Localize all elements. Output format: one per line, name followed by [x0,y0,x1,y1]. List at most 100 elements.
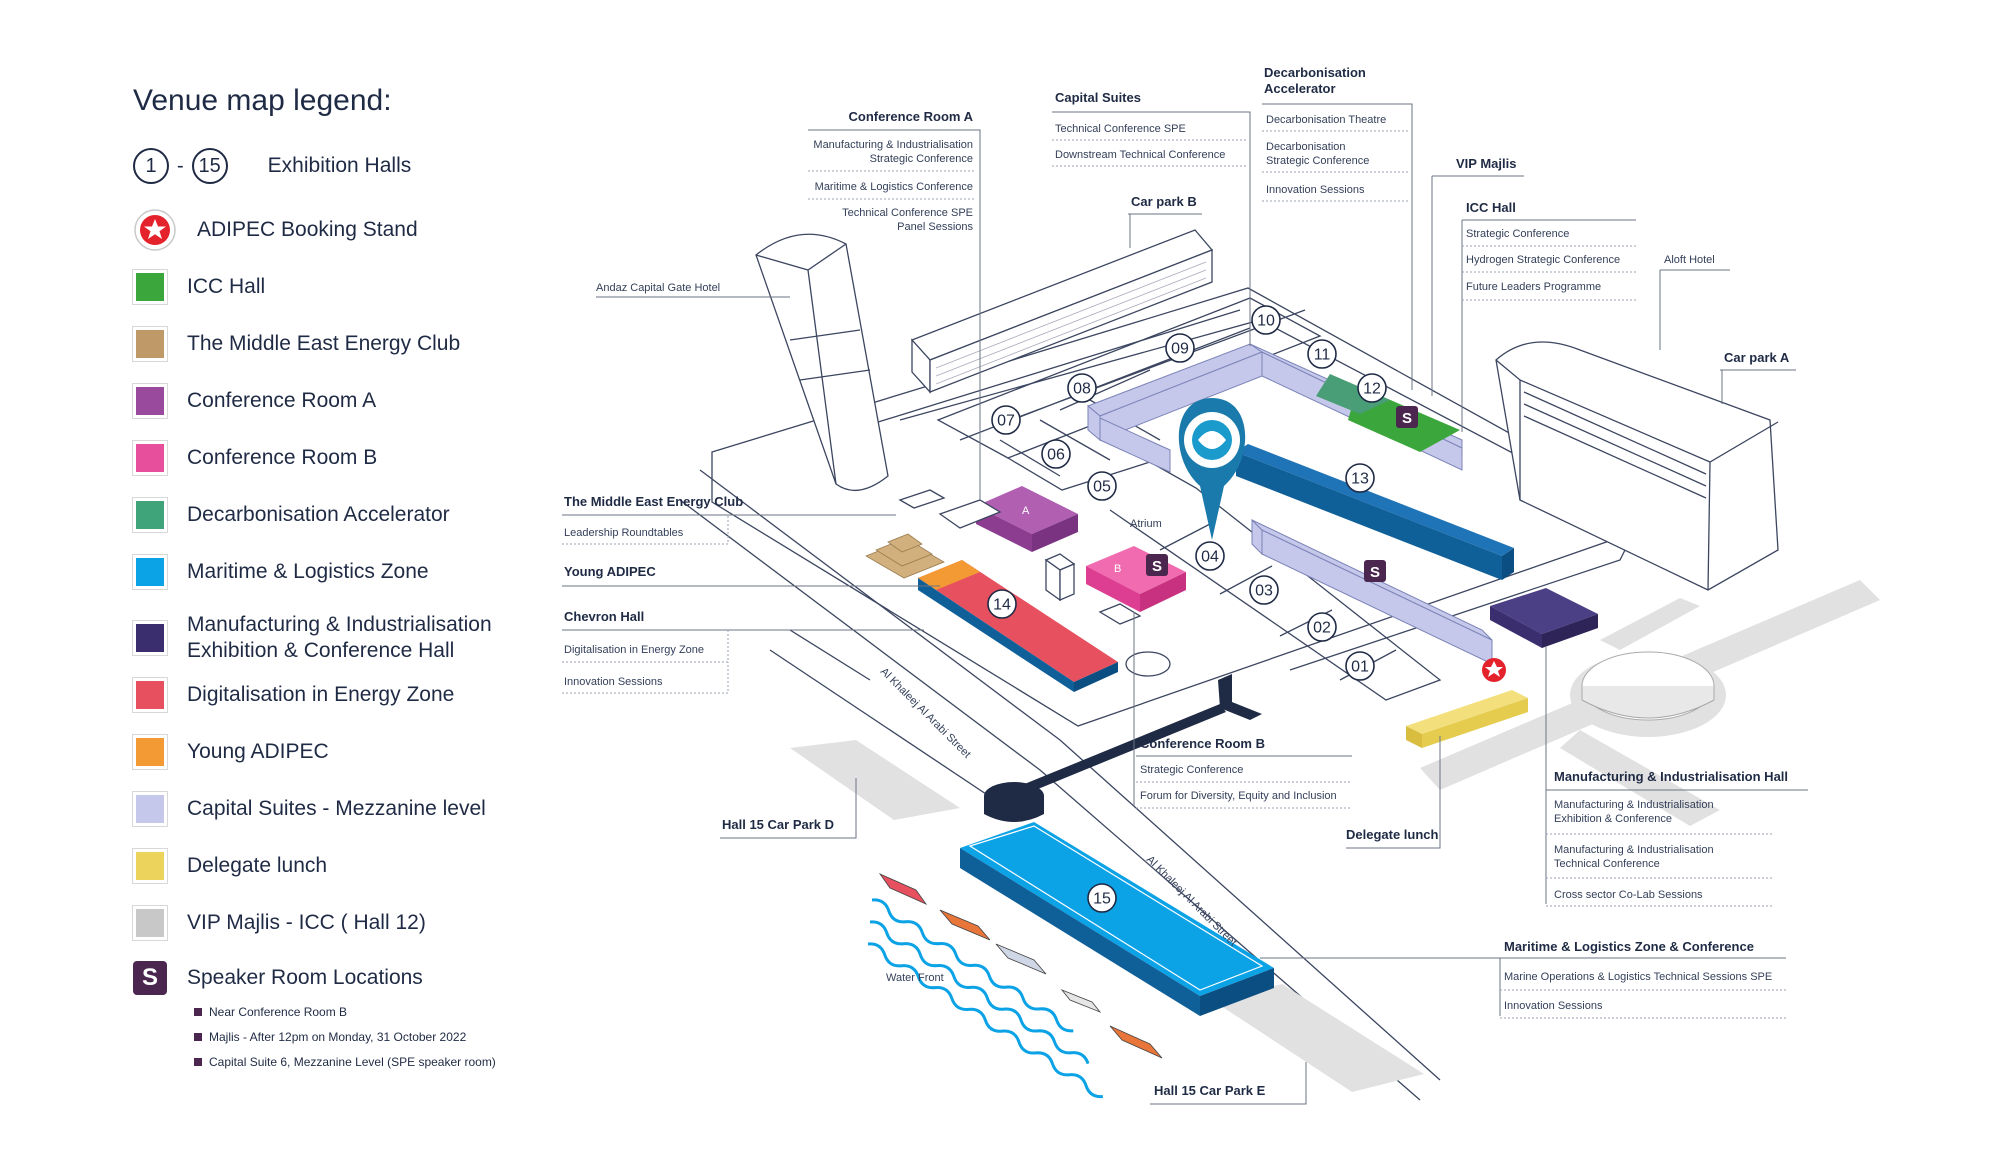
callout-manufacturing: Manufacturing & Industrialisation Hall M… [1545,646,1808,907]
svg-text:Decarbonisation Theatre: Decarbonisation Theatre [1266,114,1386,126]
svg-text:Manufacturing & Industrialisat: Manufacturing & Industrialisation [1554,844,1714,856]
svg-text:Hydrogen Strategic Conference: Hydrogen Strategic Conference [1466,254,1620,266]
legend-swatch [132,677,168,713]
callout-car-park-b: Car park B [1128,194,1202,248]
ships [878,873,1163,1059]
svg-text:Leadership Roundtables: Leadership Roundtables [564,527,684,539]
legend-label: Conference Room A [187,389,377,412]
hall-number: 10 [1257,313,1275,330]
booking-stand-icon [1482,658,1506,682]
svg-text:Innovation Sessions: Innovation Sessions [1266,184,1365,196]
svg-text:ICC Hall: ICC Hall [1466,200,1516,215]
manufacturing-hall-block [1490,588,1598,648]
svg-text:Hall 15 Car Park D: Hall 15 Car Park D [722,817,834,832]
svg-text:Capital Suites: Capital Suites [1055,90,1141,105]
legend-label: Capital Suites - Mezzanine level [187,797,486,820]
svg-text:Technical Conference SPE: Technical Conference SPE [842,207,973,219]
legend-label: ADIPEC Booking Stand [197,218,418,241]
legend-row: Young ADIPEC [132,734,329,770]
legend-swatch [132,497,168,533]
legend-row-halls: 1 - 15 Exhibition Halls [133,148,411,184]
hall-number: 01 [1351,659,1369,676]
hall-13-block [1236,444,1514,580]
conference-room-b-block: B [1086,546,1186,612]
hall-marker [1041,439,1071,469]
svg-text:Conference Room B: Conference Room B [1140,736,1265,751]
legend-label: Speaker Room Locations [187,966,423,989]
legend-row: Conference Room B [132,440,378,476]
hall-number: 11 [1314,347,1331,364]
hall-marker [1087,471,1117,501]
svg-text:S: S [1370,564,1380,581]
svg-text:Marine Operations & Logistics: Marine Operations & Logistics Technical … [1504,971,1772,983]
hall-marker [1087,883,1117,913]
callout-capital-suites: Capital Suites Technical Conference SPE … [1052,90,1251,346]
hall-number: 13 [1351,471,1369,488]
svg-text:Car park B: Car park B [1131,194,1197,209]
legend-swatch [132,554,168,590]
callout-car-park-d: Hall 15 Car Park D [720,778,857,839]
legend-label: ICC Hall [187,275,266,298]
roads [1420,580,1880,826]
location-pin-icon [1178,398,1246,540]
legend-row: VIP Majlis - ICC ( Hall 12) [132,905,426,941]
svg-text:Strategic Conference: Strategic Conference [1466,228,1569,240]
water-front-label: Water Front [886,972,944,984]
svg-text:S: S [1152,558,1162,575]
delegate-lunch-block [1406,690,1528,748]
legend-row: Delegate lunch [132,848,328,884]
callout-chevron-hall: Chevron Hall Digitalisation in Energy Zo… [562,609,924,694]
legend-row: ICC Hall [132,269,266,305]
car-park-d-area [790,740,960,820]
legend-swatch [132,734,168,770]
speaker-room-icon: S [133,961,167,995]
hall-marker [1249,575,1279,605]
hall-marker [1165,333,1195,363]
svg-text:Strategic Conference: Strategic Conference [1266,155,1369,167]
svg-text:Maritime & Logistics Conferenc: Maritime & Logistics Conference [815,181,973,193]
hall-marker [1345,463,1375,493]
legend-row: Manufacturing & Industrialisation Exhibi… [132,612,492,664]
callout-energy-club: The Middle East Energy Club Leadership R… [562,494,896,545]
hall-15-block [960,822,1274,1016]
hall-marker [1307,339,1337,369]
hall-marker [1067,373,1097,403]
conference-room-a-block: A [976,486,1078,552]
conf-b-letter: B [1114,563,1121,575]
legend-row: Capital Suites - Mezzanine level [132,791,486,827]
hall-number: 04 [1201,549,1219,566]
svg-text:Decarbonisation: Decarbonisation [1266,141,1346,153]
callout-conference-room-b: Conference Room B Strategic Conference F… [1133,612,1352,809]
legend-swatch [132,905,168,941]
legend-swatch [132,383,168,419]
legend-title: Venue map legend: [133,84,392,117]
street-label-1: Al Khaleej Al Arabi Street [878,666,973,761]
legend-row-speaker: S Speaker Room Locations [133,961,423,995]
legend-swatch [132,620,168,656]
hall-number: 03 [1255,583,1273,600]
legend-row: Maritime & Logistics Zone [132,554,429,590]
callout-conference-room-a: Conference Room A Manufacturing & Indust… [808,109,981,500]
legend-label: Conference Room B [187,446,378,469]
legend-label: Exhibition Halls [267,154,412,177]
callout-title: Conference Room A [849,109,974,124]
legend-row: Digitalisation in Energy Zone [132,677,455,713]
svg-text:Andaz Capital Gate Hotel: Andaz Capital Gate Hotel [596,282,720,294]
aloft-hotel [1495,341,1779,591]
atrium-label: Atrium [1130,518,1162,530]
legend-row: Decarbonisation Accelerator [132,497,450,533]
svg-text:Future Leaders Programme: Future Leaders Programme [1466,281,1601,293]
svg-text:Chevron Hall: Chevron Hall [564,609,644,624]
car-park-b-building [910,229,1214,394]
legend-label: Digitalisation in Energy Zone [187,683,455,706]
hall-marker [1357,373,1387,403]
svg-text:Technical Conference: Technical Conference [1554,858,1660,870]
speaker-note: Near Conference Room B [194,1005,347,1019]
svg-text:Manufacturing & Industrialisat: Manufacturing & Industrialisation Hall [1554,769,1788,784]
svg-text:Decarbonisation: Decarbonisation [1264,65,1366,80]
svg-text:Strategic Conference: Strategic Conference [870,153,973,165]
legend-label: Delegate lunch [187,854,328,877]
callout-delegate-lunch: Delegate lunch [1346,736,1441,849]
hall-number: 05 [1093,479,1111,496]
